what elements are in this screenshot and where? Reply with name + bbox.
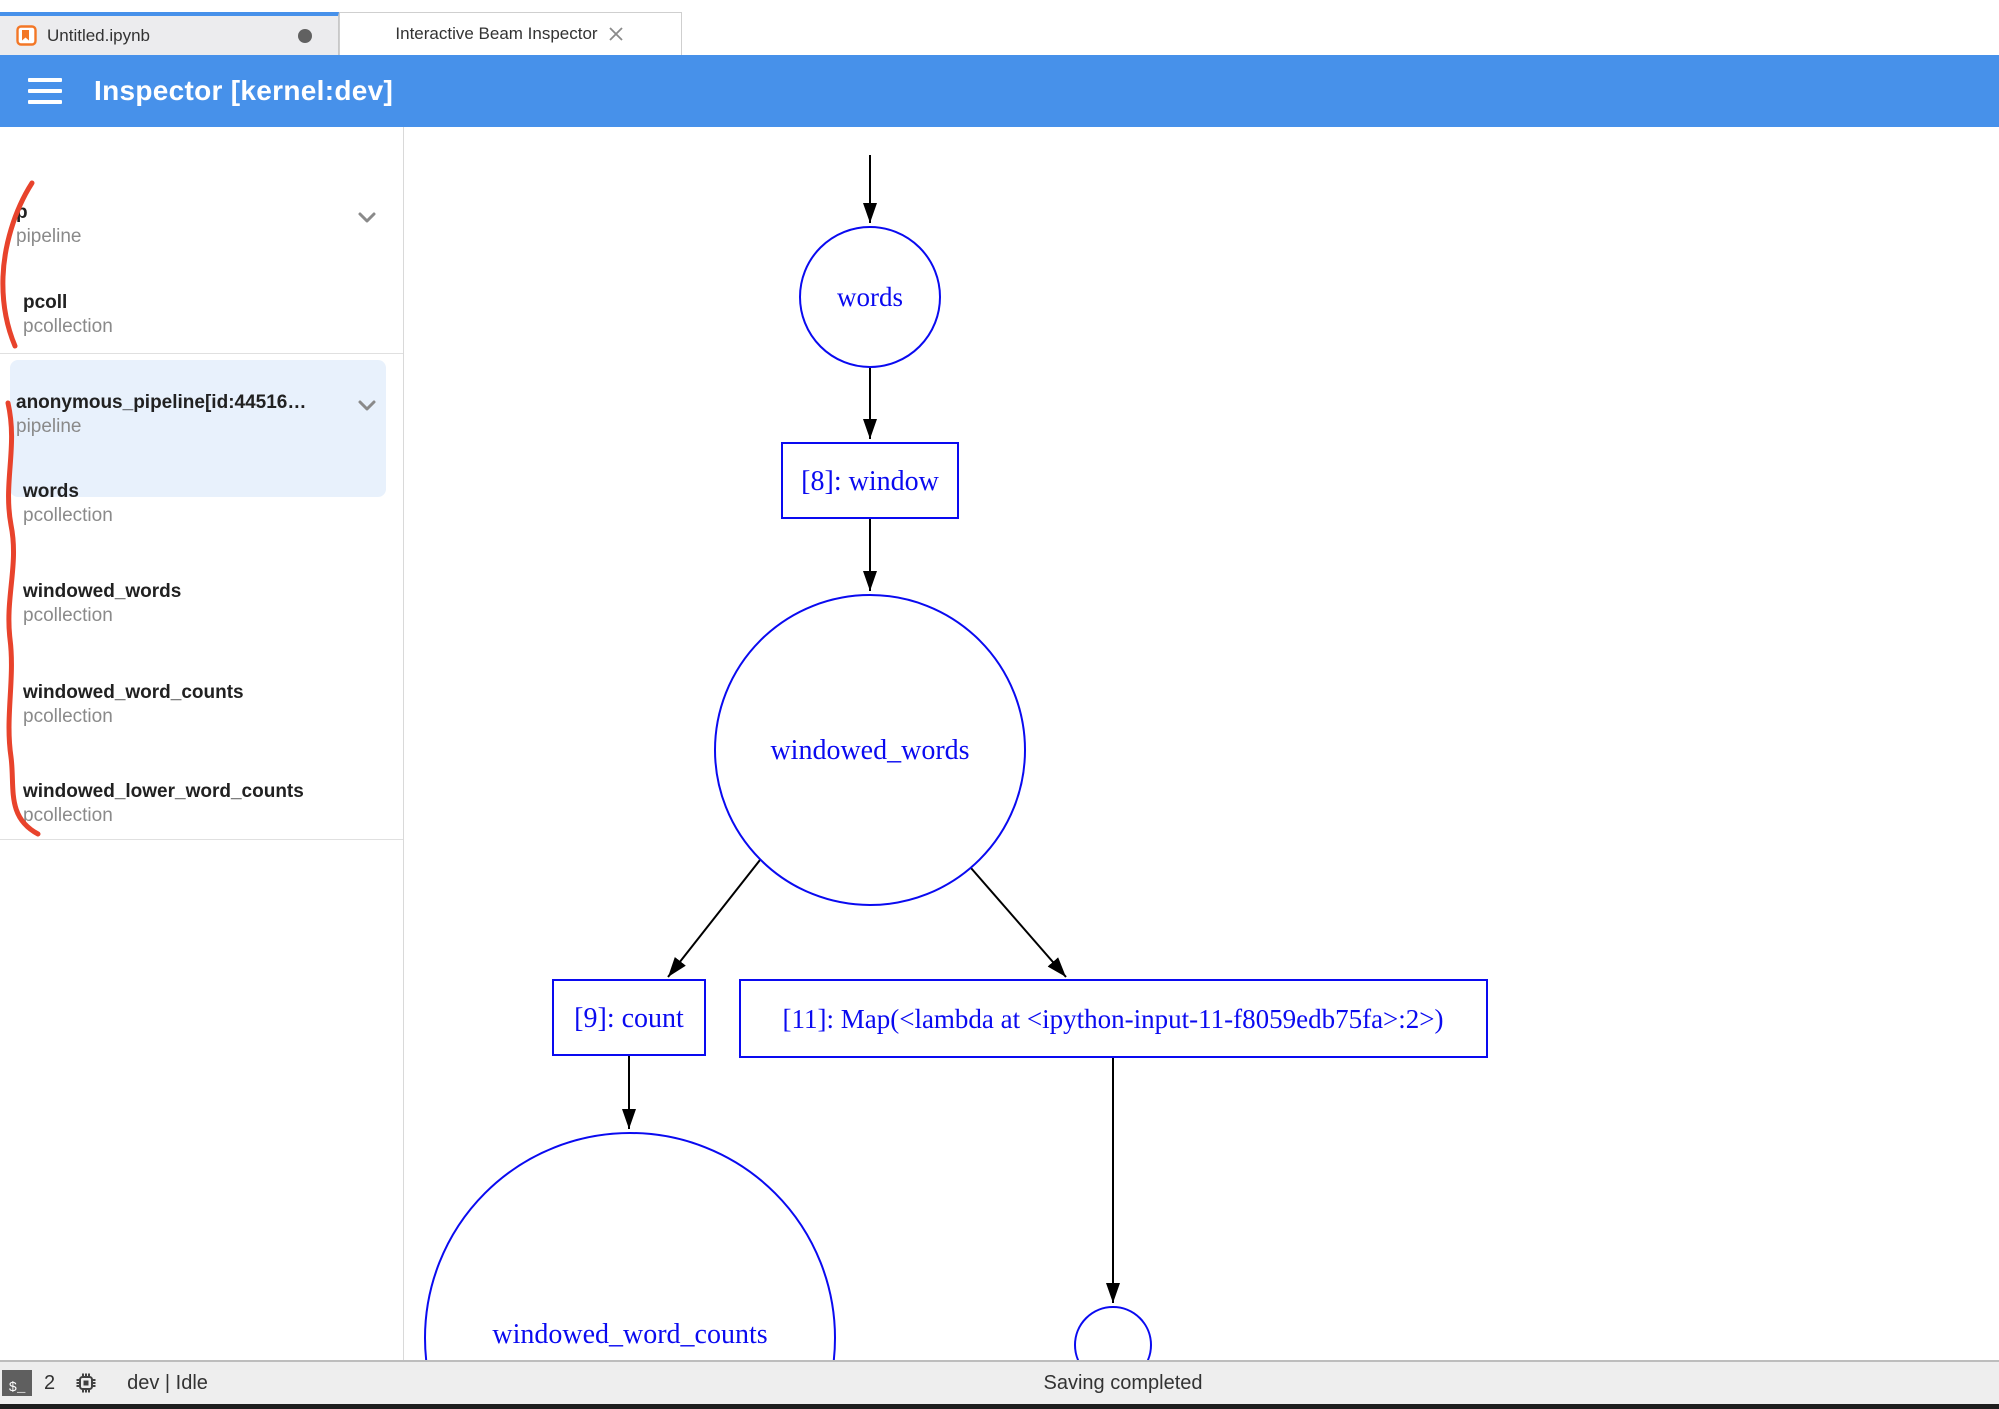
inspector-content: p pipeline pcoll pcollection anonymous_p…: [0, 127, 1999, 1360]
item-type: pcollection: [23, 505, 113, 526]
node-unnamed-output-circle: [1074, 1306, 1152, 1360]
inspector-app-bar: Inspector [kernel:dev]: [0, 55, 1999, 127]
terminal-icon[interactable]: $_: [2, 1370, 32, 1396]
node-words-circle: [799, 226, 941, 368]
pcollection-name: windowed_word_counts: [23, 682, 244, 703]
bug-icon[interactable]: [73, 1370, 99, 1396]
sidebar-item-windowed-words[interactable]: windowed_words pcollection: [0, 580, 426, 628]
menu-icon[interactable]: [28, 78, 62, 104]
save-status-message: Saving completed: [1043, 1371, 1203, 1394]
pcollection-name: windowed_lower_word_counts: [23, 781, 304, 802]
node-windowed-words-circle: [714, 594, 1026, 906]
terminal-count[interactable]: 2: [44, 1371, 56, 1394]
tab-label: Untitled.ipynb: [47, 25, 151, 45]
window-top-strip: [0, 0, 1999, 12]
pcollection-name: pcoll: [23, 292, 68, 313]
node-map-label: [11]: Map(<lambda at <ipython-input-11-f…: [783, 1004, 1444, 1034]
node-windowed-word-counts-label: windowed_word_counts: [492, 1319, 767, 1350]
pipeline-name: anonymous_pipeline[id:44516…: [16, 392, 307, 413]
tab-interactive-beam-inspector[interactable]: Interactive Beam Inspector: [339, 12, 682, 55]
section-divider: [0, 353, 403, 354]
notebook-icon: [16, 25, 37, 46]
app-title: Inspector [kernel:dev]: [94, 75, 394, 106]
kernel-status[interactable]: dev | Idle: [127, 1371, 208, 1394]
status-bar: $_ 2 dev | Idle Saving completed: [0, 1360, 1999, 1409]
sidebar-item-words[interactable]: words pcollection: [0, 480, 426, 528]
pipeline-dag: words [8]: window windowed_words [9]: co…: [424, 155, 1488, 1360]
node-windowed-word-counts-circle: [424, 1132, 836, 1360]
selected-item-highlight: [10, 360, 386, 497]
pipeline-graph-panel: words [8]: window windowed_words [9]: co…: [404, 127, 1999, 1360]
tab-untitled-notebook[interactable]: Untitled.ipynb: [0, 12, 339, 55]
pipeline-sidebar: p pipeline pcoll pcollection anonymous_p…: [0, 127, 404, 1360]
sidebar-item-windowed-word-counts[interactable]: windowed_word_counts pcollection: [0, 681, 426, 729]
node-windowed-words-label: windowed_words: [770, 735, 969, 766]
pcollection-name: windowed_words: [23, 581, 182, 602]
section-divider: [0, 839, 403, 840]
pcollection-name: words: [23, 481, 79, 502]
item-type: pcollection: [23, 316, 113, 337]
sidebar-item-windowed-lower-word-counts[interactable]: windowed_lower_word_counts pcollection: [0, 780, 426, 828]
item-type: pcollection: [23, 805, 113, 826]
edge-windowed-words-to-count: [667, 859, 761, 978]
chevron-down-icon[interactable]: [350, 388, 384, 422]
node-words-label: words: [837, 282, 903, 312]
item-type: pcollection: [23, 706, 113, 727]
dock-tab-bar: Untitled.ipynb Interactive Beam Inspecto…: [0, 12, 1999, 55]
node-count-box: [552, 979, 706, 1056]
tab-label: Interactive Beam Inspector: [395, 24, 598, 43]
edge-windowed-words-to-map: [970, 867, 1067, 978]
node-count-label: [9]: count: [574, 1003, 684, 1034]
chevron-down-icon[interactable]: [350, 200, 384, 234]
close-icon[interactable]: [606, 24, 626, 44]
node-window-label: [8]: window: [801, 466, 939, 497]
unsaved-changes-dot: [298, 28, 312, 43]
node-window-box: [781, 442, 959, 519]
node-map-box: [739, 979, 1488, 1058]
item-type: pcollection: [23, 605, 113, 626]
sidebar-item-pcoll[interactable]: pcoll pcollection: [0, 291, 426, 339]
